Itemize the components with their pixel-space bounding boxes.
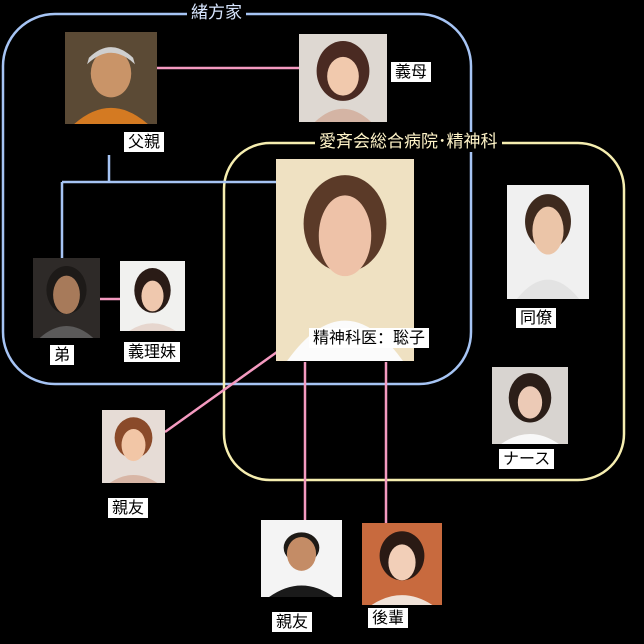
best-friend-photo bbox=[102, 410, 165, 483]
best-friend-2-label: 親友 bbox=[272, 612, 313, 632]
mother-in-law-photo bbox=[299, 34, 387, 122]
mother-in-law-label: 義母 bbox=[391, 62, 432, 82]
nurse-photo bbox=[492, 367, 568, 444]
junior-photo bbox=[362, 523, 442, 605]
family-group-title: 緒方家 bbox=[187, 3, 246, 23]
brother-photo bbox=[33, 258, 100, 338]
hospital-group-title: 愛斉会総合病院･精神科 bbox=[315, 132, 502, 152]
colleague-photo bbox=[507, 185, 589, 299]
psychiatrist-label: 精神科医：聡子 bbox=[309, 328, 430, 348]
junior-label: 後輩 bbox=[368, 608, 409, 628]
father-label: 父親 bbox=[124, 132, 165, 152]
psychiatrist-best-friend-line bbox=[164, 350, 278, 434]
best-friend-2-photo bbox=[261, 520, 342, 597]
sister-in-law-photo bbox=[120, 261, 185, 331]
father-photo bbox=[65, 32, 157, 124]
sister-in-law-label: 義理妹 bbox=[124, 342, 181, 362]
nurse-label: ナース bbox=[499, 449, 555, 469]
best-friend-label: 親友 bbox=[108, 498, 149, 518]
brother-label: 弟 bbox=[50, 345, 75, 365]
colleague-label: 同僚 bbox=[516, 308, 557, 328]
